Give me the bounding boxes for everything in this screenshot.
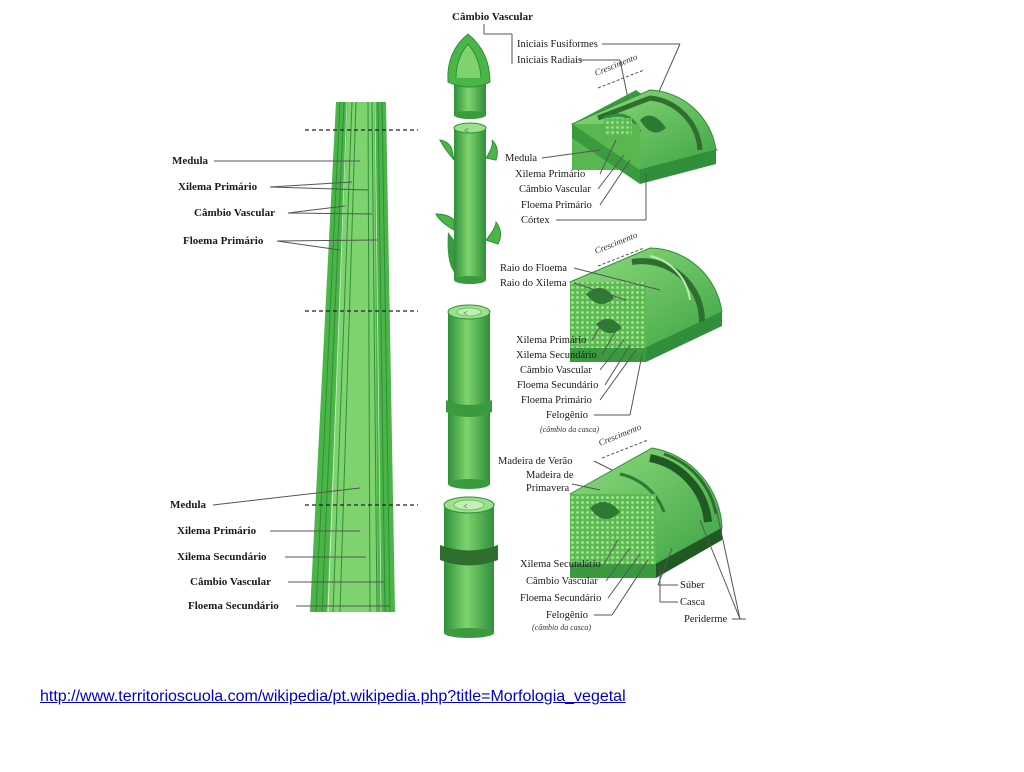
source-link[interactable]: http://www.territorioscuola.com/wikipedi… (40, 688, 626, 705)
s3-label-casca: Casca (680, 597, 705, 608)
longitudinal-stem (305, 101, 418, 613)
s1-label-cortex: Córtex (521, 215, 550, 226)
cross-section-2: Crescimento (569, 229, 723, 362)
s1-label-floema-primario: Floema Primário (521, 200, 592, 211)
label-medula-top: Medula (172, 155, 209, 167)
s3-label-suber: Súber (680, 580, 705, 591)
s3-label-periderme: Periderme (684, 614, 727, 625)
longitudinal-top-labels: Medula Xilema Primário Câmbio Vascular F… (172, 155, 378, 251)
label-xilema-secundario-bottom: Xilema Secundário (177, 551, 267, 563)
label-iniciais-radiais: Iniciais Radiais (517, 55, 582, 66)
svg-text:<: < (464, 126, 469, 135)
s2-label-raio-xilema: Raio do Xilema (500, 278, 567, 289)
s1-label-cambio-vascular: Câmbio Vascular (519, 184, 591, 195)
label-iniciais-fusiformes: Iniciais Fusiformes (517, 39, 598, 50)
apical-bud (447, 33, 491, 119)
mature-stem: < (446, 304, 492, 489)
s3-label-madeira-verao: Madeira de Verão (498, 456, 572, 467)
s2-label-floema-secundario: Floema Secundário (517, 380, 598, 391)
stem-segments: < < < (435, 33, 502, 638)
s2-label-xilema-primario: Xilema Primário (516, 335, 586, 346)
svg-text:<: < (463, 502, 468, 511)
s3-label-cambio-vascular: Câmbio Vascular (526, 576, 598, 587)
s3-label-xilema-secundario: Xilema Secundário (520, 559, 601, 570)
section1-labels: Medula Xilema Primário Câmbio Vascular F… (505, 139, 647, 226)
section2-labels: Raio do Floema Raio do Xilema Xilema Pri… (500, 263, 661, 434)
svg-text:<: < (463, 309, 468, 318)
s2-label-cambio-vascular: Câmbio Vascular (520, 365, 592, 376)
young-stem: < (435, 122, 502, 284)
label-floema-secundario-bottom: Floema Secundário (188, 600, 279, 612)
label-xilema-primario-bottom: Xilema Primário (177, 525, 257, 537)
label-floema-primario-top: Floema Primário (183, 235, 264, 247)
s3-label-madeira-primavera-2: Primavera (526, 483, 569, 494)
longitudinal-bottom-labels: Medula Xilema Primário Xilema Secundário… (170, 487, 390, 612)
label-crescimento-1: Crescimento (593, 51, 639, 77)
s3-label-floema-secundario: Floema Secundário (520, 593, 601, 604)
s2-label-felogenio-note: (câmbio da casca) (540, 425, 599, 434)
s3-label-felogenio: Felogênio (546, 610, 588, 621)
s1-label-medula: Medula (505, 153, 537, 164)
label-cambio-vascular-top: Câmbio Vascular (194, 207, 275, 219)
section3-labels: Madeira de Verão Madeira de Primavera Xi… (498, 456, 746, 632)
s2-label-felogenio: Felogênio (546, 410, 588, 421)
s3-label-madeira-primavera-1: Madeira de (526, 470, 574, 481)
label-crescimento-3: Crescimento (597, 421, 643, 447)
s3-label-felogenio-note: (câmbio da casca) (532, 623, 591, 632)
cross-section-3: Crescimento (569, 421, 723, 578)
s2-label-xilema-secundario: Xilema Secundário (516, 350, 597, 361)
label-cambio-vascular-title: Câmbio Vascular (452, 11, 533, 23)
s2-label-floema-primario: Floema Primário (521, 395, 592, 406)
woody-stem: < (440, 496, 498, 638)
s2-label-raio-floema: Raio do Floema (500, 263, 567, 274)
label-xilema-primario-top: Xilema Primário (178, 181, 258, 193)
label-medula-bottom: Medula (170, 499, 207, 511)
cross-section-1: Crescimento (570, 51, 718, 184)
label-crescimento-2: Crescimento (593, 229, 639, 255)
s1-label-xilema-primario: Xilema Primário (515, 169, 585, 180)
label-cambio-vascular-bottom: Câmbio Vascular (190, 576, 271, 588)
